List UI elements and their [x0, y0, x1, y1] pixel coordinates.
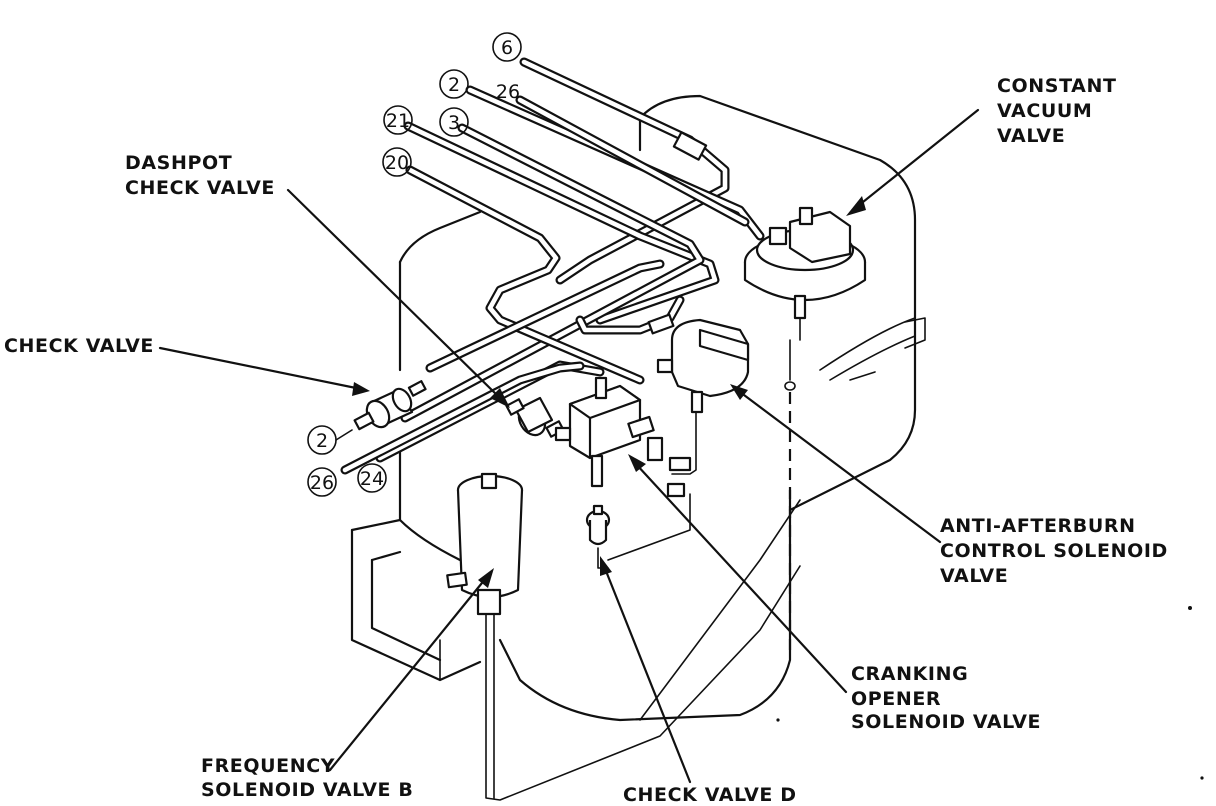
hose-marker-24: 24: [357, 463, 387, 493]
check-valve-d-part: [585, 493, 691, 569]
hose-connectors: [646, 131, 708, 498]
label-line: VALVE: [997, 125, 1065, 147]
label-line: CHECK VALVE D: [623, 784, 797, 806]
label-line: CRANKING: [851, 663, 968, 685]
hose-number-26-top: 26: [496, 81, 520, 103]
label-dashpot-check-valve: DASHPOT CHECK VALVE: [125, 152, 275, 199]
hose-marker-6: 6: [492, 32, 522, 62]
label-line: SOLENOID VALVE B: [201, 779, 413, 801]
hose-marker-3: 3: [439, 107, 469, 137]
hose-marker-26-bottom: 26: [307, 467, 337, 497]
label-line: CHECK VALVE: [125, 177, 275, 199]
label-line: SOLENOID VALVE: [851, 711, 1041, 733]
leader-arrows: [158, 108, 980, 784]
hose-number-26-bottom: 26: [310, 472, 334, 494]
frequency-solenoid-b-part: [446, 472, 801, 801]
hose-number-markers: 6 2 26 21 3 20 2 26: [307, 32, 522, 497]
hose-marker-20: 20: [382, 147, 412, 177]
hose-marker-26-top: 26: [496, 81, 520, 103]
check-valve-part: [353, 380, 427, 431]
label-line: CHECK VALVE: [4, 335, 154, 357]
hose-marker-21: 21: [383, 105, 413, 135]
label-anti-afterburn-valve: ANTI-AFTERBURN CONTROL SOLENOID VALVE: [940, 515, 1168, 587]
label-constant-vacuum-valve: CONSTANT VACUUM VALVE: [997, 75, 1117, 147]
vacuum-hoses: [340, 57, 765, 475]
anti-afterburn-solenoid-part: [656, 318, 750, 475]
hose-number-2-top: 2: [448, 74, 460, 96]
hose-number-24: 24: [360, 468, 384, 490]
hose-number-20: 20: [385, 152, 409, 174]
hose-number-2-bottom: 2: [316, 430, 328, 452]
hose-number-3: 3: [448, 112, 460, 134]
hose-number-6: 6: [501, 37, 513, 59]
hose-marker-2-top: 2: [439, 69, 469, 99]
constant-vacuum-valve-part: [743, 206, 867, 650]
label-line: CONSTANT: [997, 75, 1117, 97]
label-line: OPENER: [851, 688, 941, 710]
label-line: VACUUM: [997, 100, 1092, 122]
hose-marker-2-bottom: 2: [307, 425, 353, 455]
label-check-valve: CHECK VALVE: [4, 335, 154, 357]
label-line: CONTROL SOLENOID: [940, 540, 1168, 562]
label-line: ANTI-AFTERBURN: [940, 515, 1136, 537]
cranking-opener-solenoid-part: [554, 376, 655, 488]
label-line: DASHPOT: [125, 152, 232, 174]
hose-number-21: 21: [386, 110, 410, 132]
label-cranking-opener-valve: CRANKING OPENER SOLENOID VALVE: [851, 663, 1041, 733]
scan-specks: [776, 606, 1204, 780]
label-check-valve-d: CHECK VALVE D: [623, 784, 797, 806]
label-line: VALVE: [940, 565, 1008, 587]
label-frequency-solenoid-valve-b: FREQUENCY SOLENOID VALVE B: [201, 755, 413, 801]
label-line: FREQUENCY: [201, 755, 335, 777]
